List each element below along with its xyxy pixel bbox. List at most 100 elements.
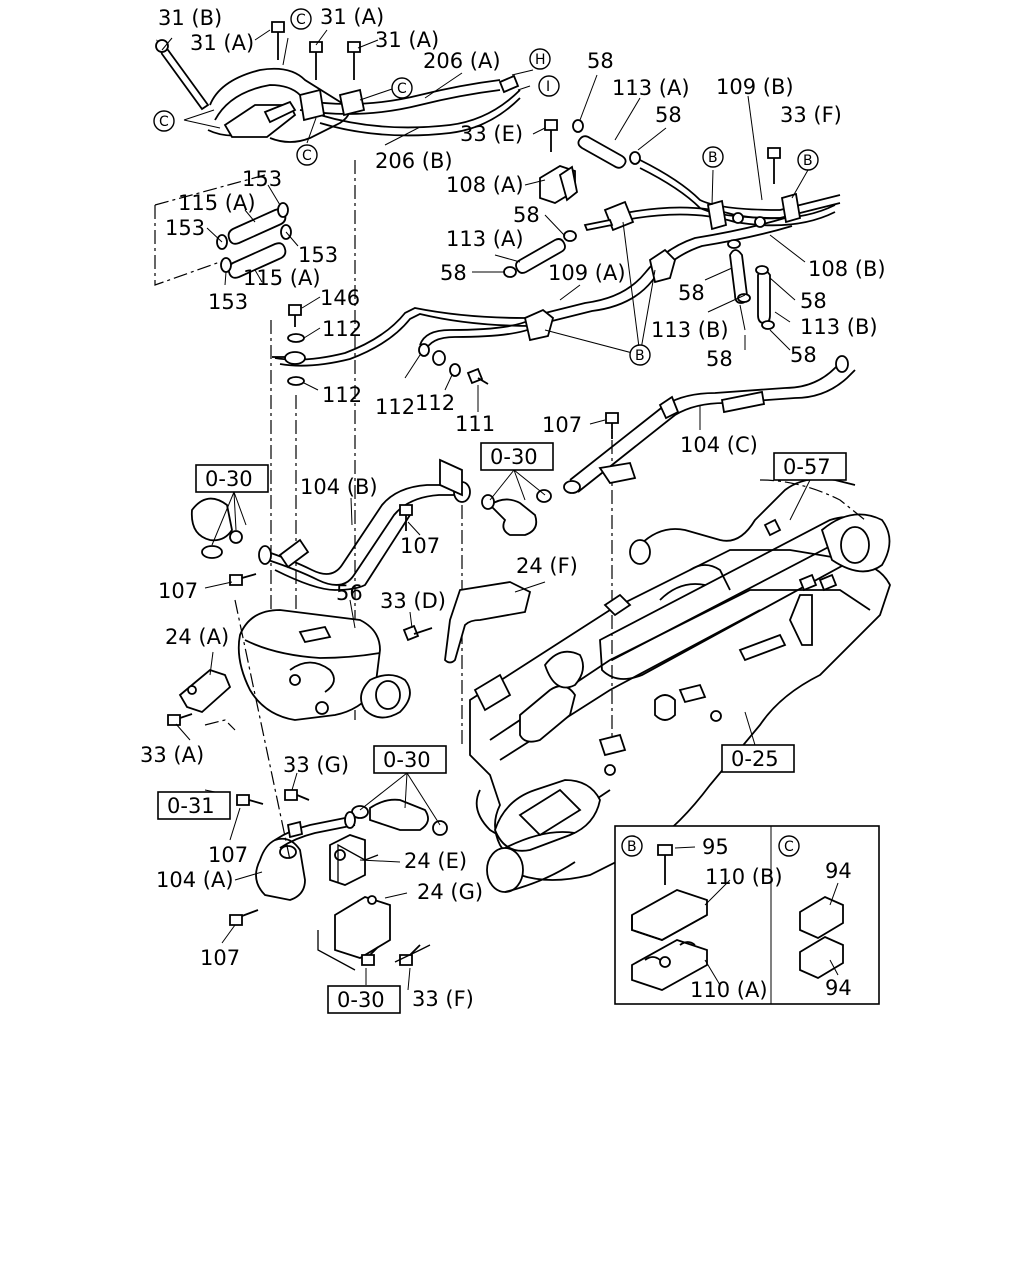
label-206a: 206 (A) (423, 49, 501, 73)
svg-text:B: B (708, 150, 718, 166)
svg-text:C: C (296, 12, 306, 28)
label-95: 95 (702, 835, 729, 859)
bolt-146-washers (287, 304, 489, 386)
bracket-24a (167, 668, 236, 731)
svg-text:0-25: 0-25 (731, 747, 779, 771)
label-104a: 104 (A) (156, 868, 234, 892)
bolt-33f-top (767, 147, 781, 184)
label-58: 58 (587, 49, 614, 73)
label-109b: 109 (B) (716, 75, 794, 99)
hose-115a-group (216, 202, 292, 279)
label-115a: 115 (A) (243, 266, 321, 290)
label-112: 112 (322, 383, 362, 407)
reference-boxes: 0-30 0-30 0-30 0-30 0-57 0-25 0-31 (157, 442, 847, 1014)
label-113b: 113 (B) (651, 318, 729, 342)
callout-c: C (290, 8, 312, 30)
label-104b: 104 (B) (300, 475, 378, 499)
label-153: 153 (298, 243, 338, 267)
label-113a: 113 (A) (612, 76, 690, 100)
svg-text:0-31: 0-31 (167, 794, 215, 818)
leader-line (154, 174, 266, 206)
callout-h: H (529, 48, 551, 70)
label-24e: 24 (E) (404, 849, 467, 873)
label-111: 111 (455, 412, 495, 436)
label-108b: 108 (B) (808, 257, 886, 281)
label-58: 58 (513, 203, 540, 227)
label-58: 58 (655, 103, 682, 127)
label-24a: 24 (A) (165, 625, 229, 649)
label-153: 153 (208, 290, 248, 314)
thermostat-housing-56 (237, 609, 411, 721)
label-58: 58 (800, 289, 827, 313)
ref-box-0-30: 0-30 (195, 464, 269, 493)
part-labels: 31 (B) 31 (A) 31 (A) 31 (A) 206 (A) 206 … (140, 5, 886, 1011)
ref-box-0-25: 0-25 (721, 744, 795, 773)
callout-c: C (391, 77, 413, 99)
svg-text:C: C (302, 148, 312, 164)
svg-text:B: B (627, 839, 637, 855)
ref-box-0-30: 0-30 (373, 745, 447, 774)
label-24g: 24 (G) (417, 880, 483, 904)
leader-line (759, 479, 866, 521)
ref-box-0-57: 0-57 (773, 452, 847, 481)
label-146: 146 (320, 286, 360, 310)
ref-box-0-30: 0-30 (327, 985, 401, 1014)
label-33f: 33 (F) (780, 103, 842, 127)
hoses-113 (503, 119, 775, 330)
callout-markers: C C C C H I B B (153, 8, 819, 857)
callout-i: I (538, 75, 560, 97)
label-107: 107 (542, 413, 582, 437)
callout-b: B (702, 146, 724, 168)
svg-text:0-57: 0-57 (783, 455, 831, 479)
label-107: 107 (158, 579, 198, 603)
label-153: 153 (165, 216, 205, 240)
label-113b: 113 (B) (800, 315, 878, 339)
leader-line (234, 599, 291, 861)
svg-text:0-30: 0-30 (490, 445, 538, 469)
label-110a: 110 (A) (690, 978, 768, 1002)
engine-block-0-25 (469, 549, 891, 893)
label-56: 56 (336, 581, 363, 605)
water-pipe-104b (258, 458, 471, 591)
label-104c: 104 (C) (680, 433, 758, 457)
label-107: 107 (208, 843, 248, 867)
label-153: 153 (242, 167, 282, 191)
inset-callout-b: B (621, 835, 643, 857)
leader-line (154, 205, 221, 286)
hose-ref-parts-030 (190, 489, 552, 836)
label-33g: 33 (G) (283, 753, 349, 777)
bracket-108a (539, 119, 578, 204)
callout-b: B (797, 149, 819, 171)
pipe-bracket-206-assembly (155, 21, 521, 143)
label-94: 94 (825, 976, 852, 1000)
callout-c: C (296, 144, 318, 166)
label-112: 112 (322, 317, 362, 341)
label-58: 58 (706, 347, 733, 371)
label-115a: 115 (A) (178, 191, 256, 215)
label-31b: 31 (B) (158, 6, 222, 30)
svg-text:B: B (803, 153, 813, 169)
label-107: 107 (400, 534, 440, 558)
water-pipe-104c (563, 355, 856, 494)
svg-text:C: C (159, 114, 169, 130)
svg-text:C: C (397, 81, 407, 97)
label-31a: 31 (A) (375, 28, 439, 52)
label-31a: 31 (A) (320, 5, 384, 29)
bolts-107 (229, 504, 413, 926)
ref-box-0-31: 0-31 (157, 791, 231, 820)
callout-c: C (153, 110, 175, 132)
svg-text:C: C (784, 839, 794, 855)
inset-callout-c: C (778, 835, 800, 857)
svg-text:B: B (635, 348, 645, 364)
label-31a: 31 (A) (190, 31, 254, 55)
label-110b: 110 (B) (705, 865, 783, 889)
label-206b: 206 (B) (375, 149, 453, 173)
label-108a: 108 (A) (446, 173, 524, 197)
label-94: 94 (825, 859, 852, 883)
label-112: 112 (375, 395, 415, 419)
svg-text:0-30: 0-30 (383, 748, 431, 772)
svg-text:0-30: 0-30 (205, 467, 253, 491)
detail-inset (614, 825, 880, 1005)
label-58: 58 (790, 343, 817, 367)
